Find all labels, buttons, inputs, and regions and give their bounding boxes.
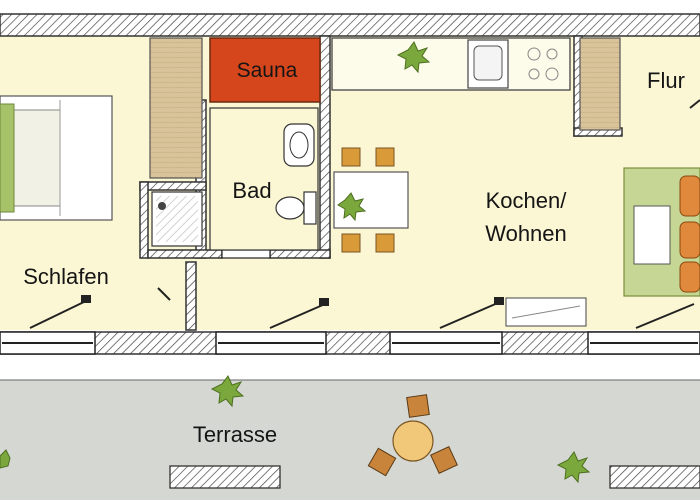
- top-wall: [0, 13, 700, 37]
- bottom-wall: [0, 331, 700, 355]
- window-icon: [0, 331, 700, 355]
- terrace-table: [392, 420, 434, 462]
- sauna-label: Sauna: [237, 59, 298, 82]
- flur-label: Flur: [647, 68, 685, 93]
- wohnen-label: Wohnen: [485, 221, 567, 246]
- wardrobe: [149, 37, 203, 179]
- terrace-walls: [169, 465, 700, 489]
- sink-icon: [283, 123, 315, 167]
- bed-icon: [0, 95, 113, 221]
- kitchen-counter: [331, 37, 571, 91]
- sofa-icon: [679, 175, 700, 293]
- shower-icon: [151, 191, 203, 247]
- hallway-cabinet: [579, 37, 621, 131]
- stove-icon: [527, 47, 541, 61]
- chair-icon: [367, 394, 458, 477]
- door-icon: [29, 99, 700, 329]
- kochen-label: Kochen/: [486, 188, 568, 213]
- chair-icon: [341, 147, 395, 253]
- toilet-icon: [275, 191, 317, 225]
- sauna-room: [209, 37, 321, 103]
- plant-icon: [0, 41, 591, 484]
- schlafen-label: Schlafen: [23, 264, 109, 289]
- bad-label: Bad: [232, 178, 271, 203]
- terrace-floor: [0, 380, 700, 500]
- terrasse-label: Terrasse: [193, 422, 277, 447]
